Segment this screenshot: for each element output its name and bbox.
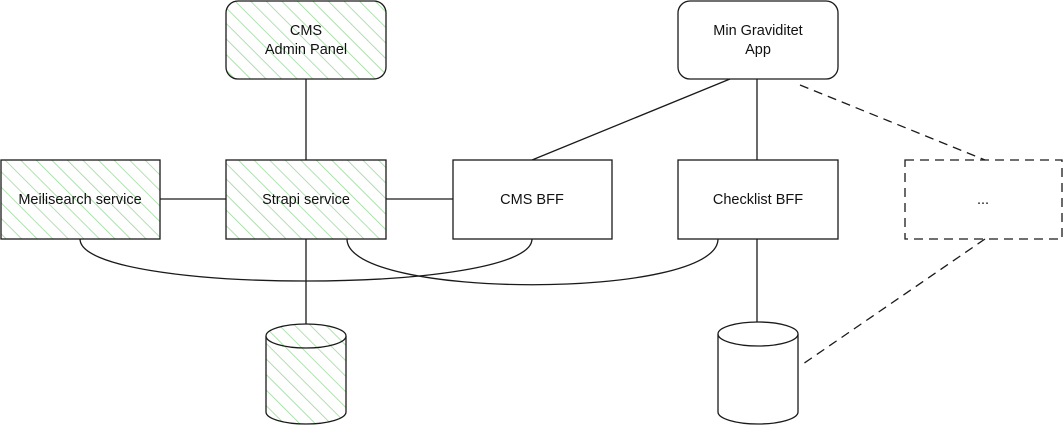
cms-admin-panel-label-line1: CMS <box>290 23 322 39</box>
meilisearch-service-label: Meilisearch service <box>18 192 141 208</box>
meilisearch-service-box[interactable] <box>0 159 161 240</box>
checklist-database-top <box>717 321 799 347</box>
ellipsis-service-box[interactable] <box>904 159 1063 240</box>
edge-meilisearch-to-cms-bff <box>79 238 533 282</box>
node-min-graviditet-app[interactable]: Min Graviditet App <box>677 0 839 80</box>
checklist-database-body[interactable] <box>717 334 799 425</box>
cms-bff-label: CMS BFF <box>500 192 564 208</box>
strapi-service-label: Strapi service <box>262 192 350 208</box>
min-graviditet-app-label-line1: Min Graviditet <box>713 23 802 39</box>
cms-admin-panel-label-line2: Admin Panel <box>265 42 347 58</box>
edge-ellipsis-service-to-checklist-database <box>799 238 986 367</box>
edge-app-to-cms-bff <box>531 78 731 161</box>
node-cms-bff[interactable]: CMS BFF <box>452 159 613 240</box>
strapi-database-body[interactable] <box>265 336 347 425</box>
strapi-service-box[interactable] <box>225 159 387 240</box>
edges <box>79 78 986 367</box>
edge-strapi-to-checklist-bff <box>346 238 719 286</box>
node-cms-admin-panel[interactable]: CMS Admin Panel <box>225 0 387 80</box>
checklist-bff-box[interactable] <box>677 159 839 240</box>
cms-admin-panel-box[interactable] <box>225 0 387 80</box>
strapi-database-top <box>265 323 347 349</box>
min-graviditet-app-label-line2: App <box>745 42 771 58</box>
checklist-bff-label: Checklist BFF <box>713 192 803 208</box>
node-strapi-service[interactable]: Strapi service <box>225 159 387 240</box>
node-checklist-bff[interactable]: Checklist BFF <box>677 159 839 240</box>
min-graviditet-app-box[interactable] <box>677 0 839 80</box>
node-checklist-database[interactable] <box>717 321 799 425</box>
node-strapi-database[interactable] <box>265 323 347 425</box>
node-ellipsis-service[interactable]: ... <box>904 159 1063 240</box>
node-meilisearch-service[interactable]: Meilisearch service <box>0 159 161 240</box>
cms-bff-box[interactable] <box>452 159 613 240</box>
ellipsis-service-label: ... <box>977 192 989 208</box>
edge-app-to-ellipsis-service <box>799 84 986 161</box>
